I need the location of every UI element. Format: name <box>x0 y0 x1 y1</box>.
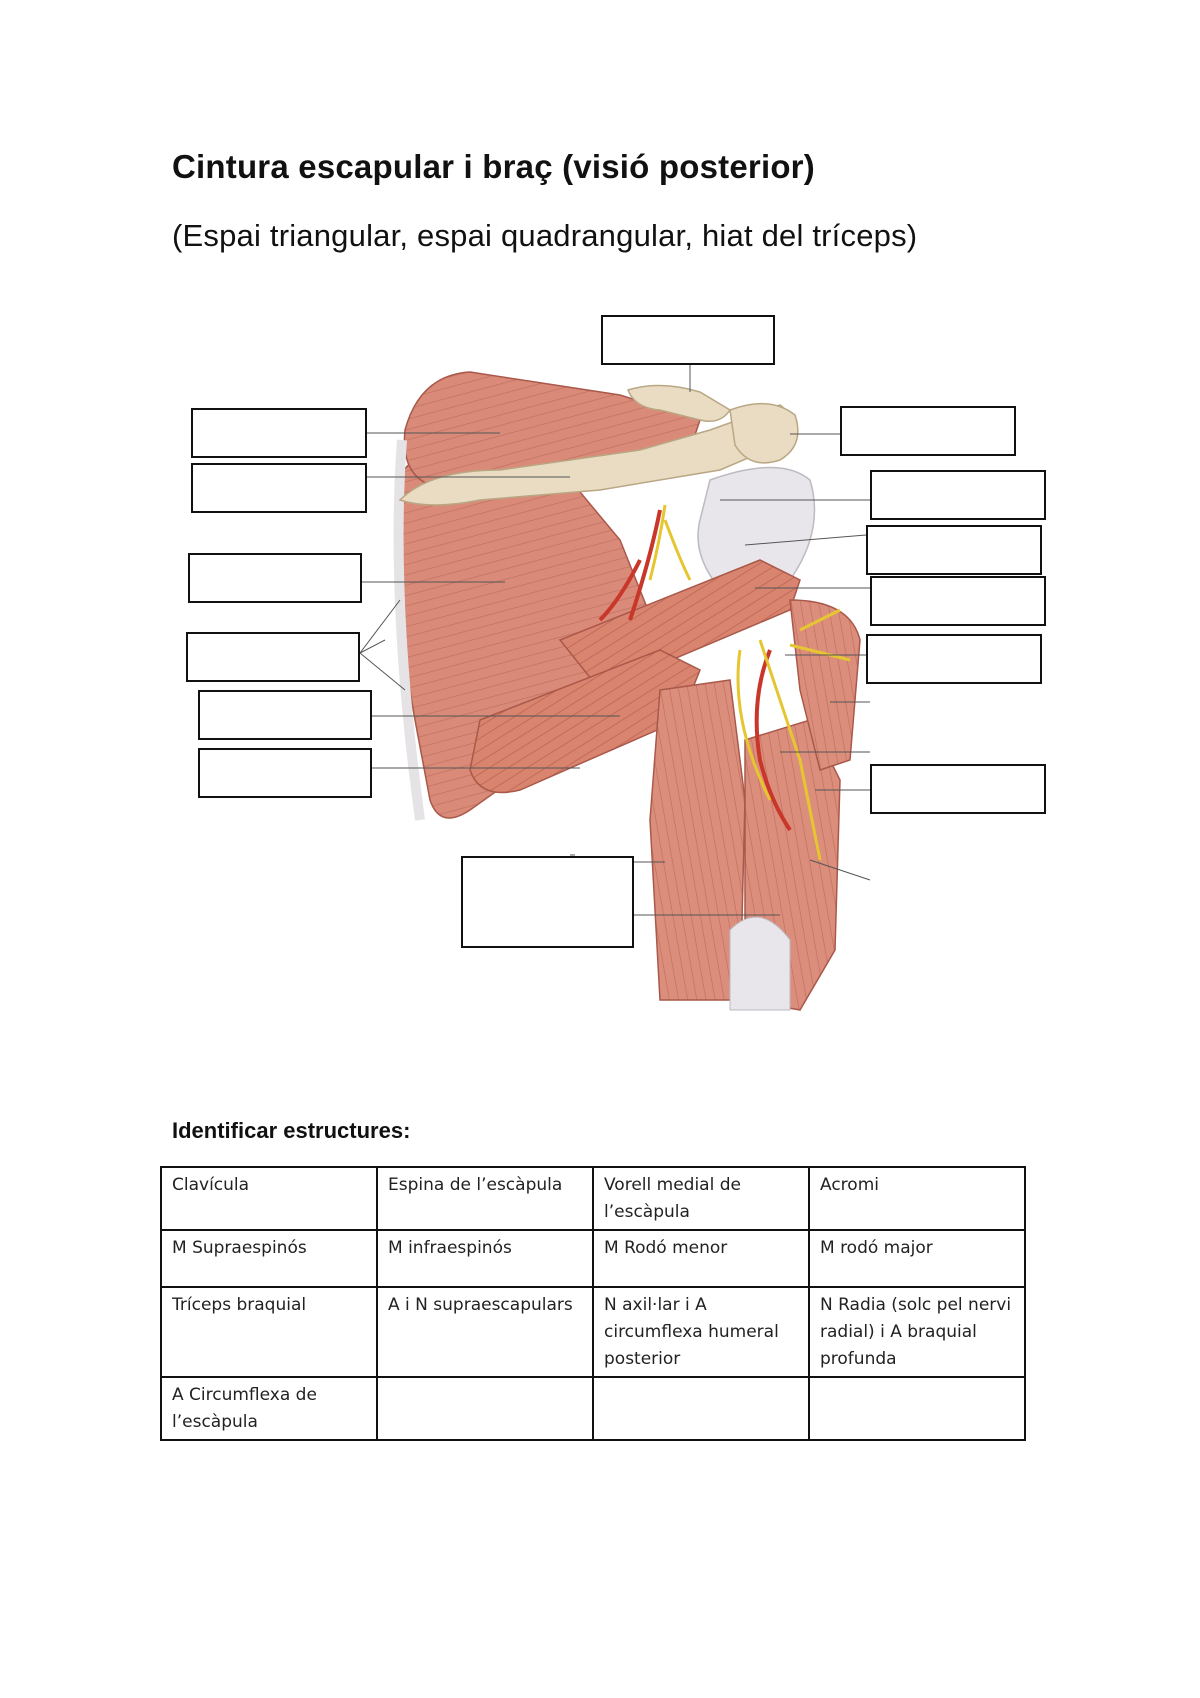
label-box <box>198 748 372 798</box>
label-box <box>840 406 1016 456</box>
medial-border <box>393 439 425 821</box>
section-heading: Identificar estructures: <box>172 1118 411 1143</box>
label-box <box>601 315 775 365</box>
table-cell <box>808 1376 1026 1441</box>
leader-lines <box>359 362 871 916</box>
label-box <box>461 856 634 948</box>
page-title: Cintura escapular i braç (visió posterio… <box>172 148 815 185</box>
nerve <box>648 504 851 861</box>
clavicle-bone <box>627 384 732 422</box>
label-box <box>870 576 1046 626</box>
table-row: Clavícula Espina de l’escàpula Vorell me… <box>160 1166 1026 1231</box>
table-row: A Circumflexa de l’escàpula <box>160 1376 1026 1441</box>
table-cell: N axil·lar i A circumflexa humeral poste… <box>592 1286 810 1378</box>
table-cell: A i N supraescapulars <box>376 1286 594 1378</box>
label-box <box>186 632 360 682</box>
table-cell: Acromi <box>808 1166 1026 1231</box>
table-cell: Vorell medial de l’escàpula <box>592 1166 810 1231</box>
deltoid-cut <box>789 599 861 771</box>
table-cell: M rodó major <box>808 1229 1026 1288</box>
table-row: M Supraespinós M infraespinós M Rodó men… <box>160 1229 1026 1288</box>
table-cell <box>376 1376 594 1441</box>
label-box <box>870 470 1046 520</box>
acromion-bone <box>729 402 799 464</box>
triceps-tendon <box>729 916 791 1011</box>
table-cell: Espina de l’escàpula <box>376 1166 594 1231</box>
table-cell: M infraespinós <box>376 1229 594 1288</box>
humeral-head <box>697 466 816 601</box>
label-box <box>188 553 362 603</box>
table-cell <box>592 1376 810 1441</box>
artery <box>598 509 792 832</box>
label-box <box>191 463 367 513</box>
label-box <box>870 764 1046 814</box>
label-box <box>191 408 367 458</box>
table-cell: N Radia (solc pel nervi radial) i A braq… <box>808 1286 1026 1378</box>
shoulder-anatomy-illustration <box>359 362 871 1011</box>
label-box <box>866 525 1042 575</box>
structures-table: Clavícula Espina de l’escàpula Vorell me… <box>160 1166 1026 1441</box>
table-cell: M Rodó menor <box>592 1229 810 1288</box>
table-cell: Tríceps braquial <box>160 1286 378 1378</box>
table-cell: Clavícula <box>160 1166 378 1231</box>
table-cell: M Supraespinós <box>160 1229 378 1288</box>
label-box <box>866 634 1042 684</box>
label-box <box>198 690 372 740</box>
table-row: Tríceps braquial A i N supraescapulars N… <box>160 1286 1026 1378</box>
page-subtitle: (Espai triangular, espai quadrangular, h… <box>172 218 918 253</box>
table-cell: A Circumflexa de l’escàpula <box>160 1376 378 1441</box>
